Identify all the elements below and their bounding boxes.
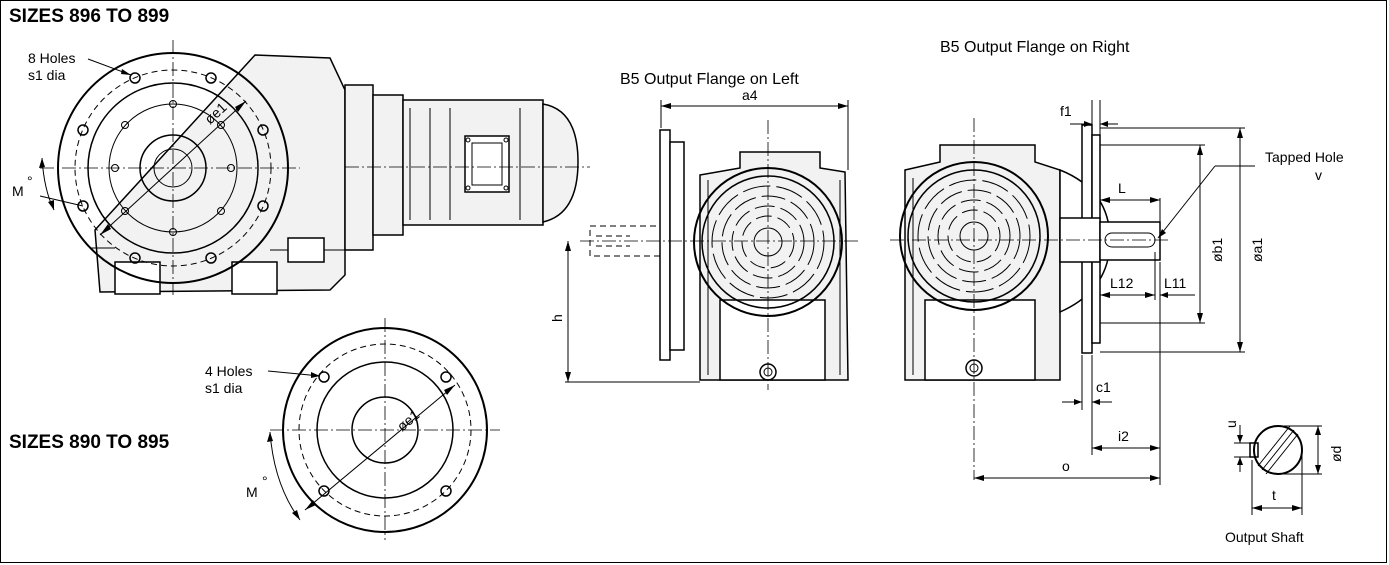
dimension-a4: a4 bbox=[742, 87, 758, 103]
callout-4-holes-dia: s1 dia bbox=[205, 380, 243, 396]
output-shaft-right bbox=[1099, 221, 1161, 261]
dimension-i2: i2 bbox=[1118, 428, 1129, 444]
inner-bolt-holes bbox=[111, 100, 235, 236]
dimension-o: o bbox=[1062, 458, 1070, 474]
inspection-cover bbox=[287, 237, 325, 263]
view-flange-on-left: a4 h bbox=[549, 87, 860, 390]
motor-fan-cover bbox=[542, 103, 579, 223]
flange-holes-4 bbox=[318, 371, 452, 497]
dimension-b1: øb1 bbox=[1209, 238, 1225, 262]
dimension-line-e1 bbox=[99, 100, 247, 236]
callout-8-holes-dia: s1 dia bbox=[28, 67, 66, 83]
dimension-t: t bbox=[1272, 487, 1276, 503]
output-flange-left bbox=[659, 129, 671, 361]
gearbox-foot-right bbox=[231, 261, 278, 295]
gearbox-side-view-large: øe1 M ° 8 Holes s1 dia bbox=[12, 40, 590, 295]
leader-tapped-hole bbox=[1157, 165, 1216, 239]
heading-sizes-890-895: SIZES 890 TO 895 bbox=[9, 432, 170, 453]
angle-degree-large: ° bbox=[27, 173, 33, 189]
callout-4-holes: 4 Holes bbox=[205, 363, 252, 379]
dimension-a1: øa1 bbox=[1249, 238, 1265, 262]
heading-sizes-896-899: SIZES 896 TO 899 bbox=[9, 6, 169, 27]
motor-adapter bbox=[344, 84, 374, 251]
angle-M-small: M bbox=[246, 484, 258, 500]
dimension-c1: c1 bbox=[1096, 379, 1111, 395]
callout-tapped-hole-v: v bbox=[1315, 167, 1322, 183]
angle-degree-small: ° bbox=[262, 473, 268, 489]
dimension-L: L bbox=[1118, 180, 1126, 196]
dimension-L11: L11 bbox=[1164, 275, 1187, 291]
dimension-u: u bbox=[1223, 420, 1239, 428]
dimension-f1: f1 bbox=[1060, 103, 1072, 119]
shaft-cross-section bbox=[1253, 425, 1303, 475]
callout-tapped-hole: Tapped Hole bbox=[1265, 149, 1344, 165]
flange-view-small: øe1 M ° 4 Holes s1 dia bbox=[205, 318, 500, 540]
dimension-h: h bbox=[549, 314, 565, 322]
view-flange-on-right: f1 L L12 L11 øb1 øa1 Tapped Hole bbox=[890, 100, 1344, 485]
shaft-key-slot bbox=[1249, 442, 1259, 458]
flange-holes-8 bbox=[77, 72, 269, 264]
angle-M-large: M bbox=[12, 183, 24, 199]
output-shaft-section: ød u t Output Shaft bbox=[1223, 420, 1344, 545]
gearbox-housing bbox=[94, 54, 346, 293]
dimension-L12: L12 bbox=[1110, 275, 1134, 291]
callout-8-holes: 8 Holes bbox=[28, 50, 75, 66]
motor-coupling bbox=[372, 94, 404, 236]
title-flange-left: B5 Output Flange on Left bbox=[620, 71, 799, 88]
title-flange-right: B5 Output Flange on Right bbox=[940, 39, 1130, 56]
caption-output-shaft: Output Shaft bbox=[1225, 529, 1304, 545]
dimension-d: ød bbox=[1328, 446, 1344, 462]
dimension-line-e1-small bbox=[304, 384, 456, 511]
